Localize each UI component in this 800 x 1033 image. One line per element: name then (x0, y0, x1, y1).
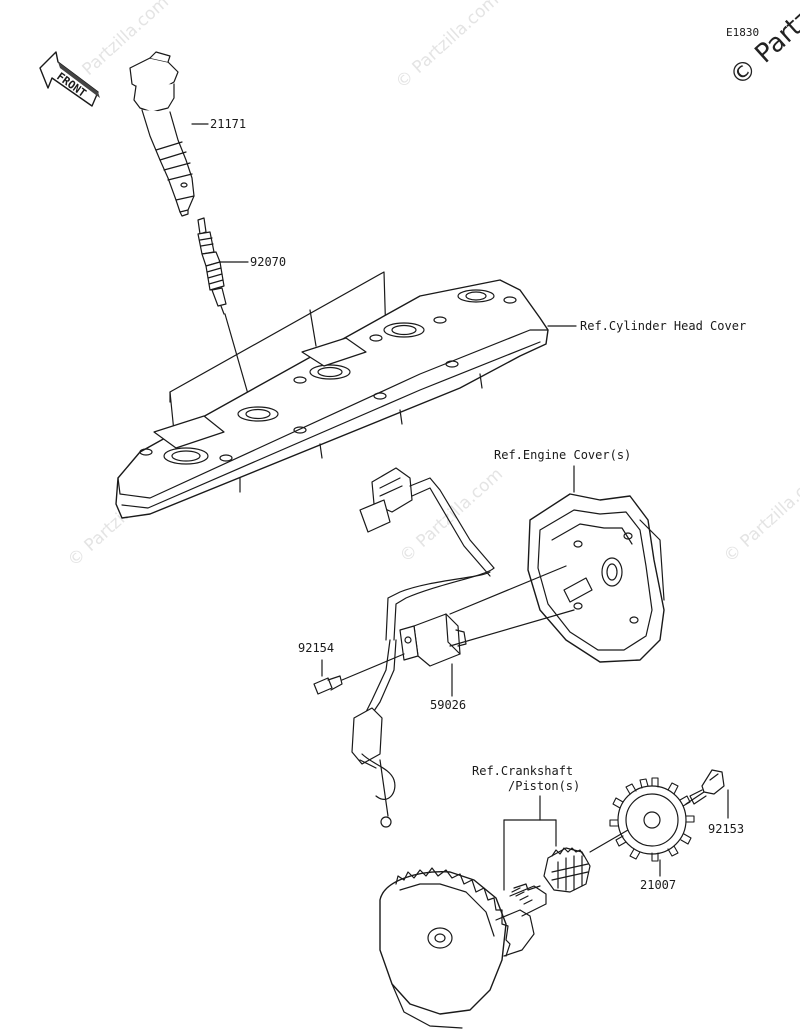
callout-ref-crankshaft-line2: /Piston(s) (508, 779, 581, 793)
crank-gear-icon (543, 847, 591, 893)
spark-plug-icon (197, 217, 227, 315)
bolt-92154-icon (313, 675, 343, 695)
callout-ref-engine-cover: Ref.Engine Cover(s) (494, 448, 632, 462)
callout-ref-crankshaft-line1: Ref.Crankshaft (472, 764, 574, 778)
diagram-code: E1830 (726, 26, 760, 39)
bolt-92153-icon (689, 769, 725, 805)
front-arrow-icon: FRONT (39, 51, 100, 107)
callout-ref-cylinder-head-cover: Ref.Cylinder Head Cover (580, 319, 747, 333)
engine-cover-icon (527, 493, 665, 663)
ignition-coil-icon (129, 51, 195, 217)
crankshaft-icon (379, 867, 547, 1029)
leader-line-gear-to-rotor (589, 829, 629, 853)
cylinder-head-cover-icon (115, 279, 549, 519)
crankshaft-ref-bracket (503, 795, 557, 891)
callout-92070: 92070 (250, 255, 287, 269)
pickup-coil-harness-icon (351, 467, 495, 828)
callout-21171: 21171 (210, 117, 247, 131)
leader-line-rotor-to-bolt (685, 791, 705, 805)
callout-92154: 92154 (298, 641, 335, 655)
leader-line-bolt-to-pickup (341, 653, 405, 681)
timing-rotor-icon (609, 777, 695, 862)
leader-line-pickup-to-cover-a (449, 565, 567, 615)
callout-59026: 59026 (430, 698, 467, 712)
leader-line-pickup-to-cover-b (449, 609, 575, 647)
callout-21007: 21007 (640, 878, 677, 892)
callout-92153: 92153 (708, 822, 745, 836)
